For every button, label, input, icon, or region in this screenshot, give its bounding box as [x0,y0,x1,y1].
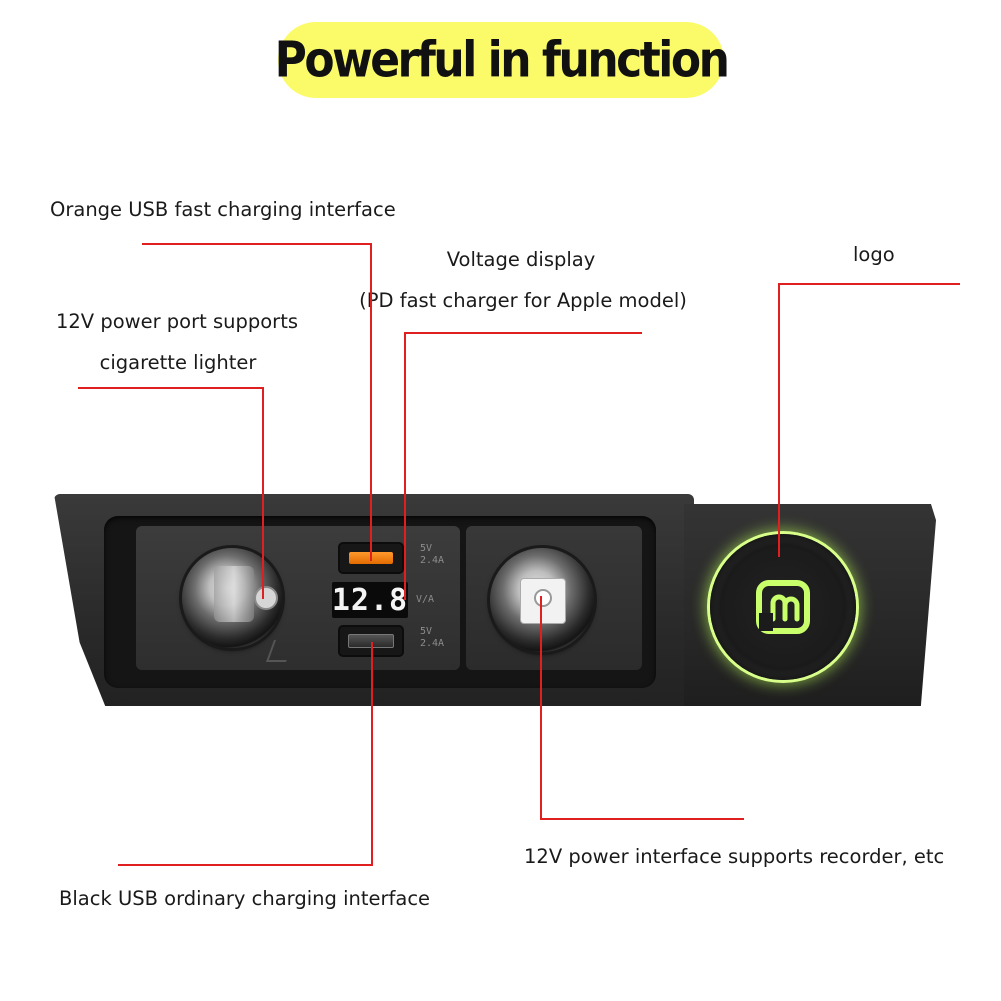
socket-inner-contact [214,566,254,622]
usb-top-current: 2.4A [420,555,445,566]
socket-center-pin [254,586,278,610]
usb-bottom-current: 2.4A [420,638,445,649]
leader-recorder-v [540,596,542,820]
leader-12v-port-h [78,387,264,389]
voltage-unit: V/A [416,594,435,605]
usb-bottom-voltage: 5V [420,626,433,637]
label-voltage-display: Voltage display [446,248,596,271]
usb-top-spec: 5V 2.4A [420,543,444,567]
leader-12v-port-v [262,387,264,599]
power-socket-pin [534,589,552,607]
leader-voltage-h [404,332,642,334]
label-12v-port-sub: cigarette lighter [99,351,257,374]
leader-black-usb-h [118,864,373,866]
leader-voltage-v [404,332,406,600]
leader-black-usb-v [371,642,373,866]
label-orange-usb: Orange USB fast charging interface [50,198,396,221]
usb-top-voltage: 5V [420,543,433,554]
leader-logo-v [778,283,780,557]
usb-bottom-spec: 5V 2.4A [420,626,444,650]
label-logo: logo [853,243,895,266]
logo-button[interactable] [710,534,856,680]
title-banner: Powerful in function [275,22,730,98]
leader-orange-usb-v [370,243,372,561]
leader-recorder-h [540,818,744,820]
label-recorder-port: 12V power interface supports recorder, e… [524,845,945,868]
label-12v-port: 12V power port supports [55,310,299,333]
voltage-reading: 12.8 [331,582,409,618]
label-black-usb: Black USB ordinary charging interface [59,887,431,910]
page-title: Powerful in function [274,31,730,89]
leader-orange-usb-h [142,243,372,245]
label-voltage-sub: (PD fast charger for Apple model) [359,289,687,312]
green-m-logo-icon [756,580,810,634]
voltage-display: 12.8 [332,582,408,618]
leader-logo-h [778,283,960,285]
